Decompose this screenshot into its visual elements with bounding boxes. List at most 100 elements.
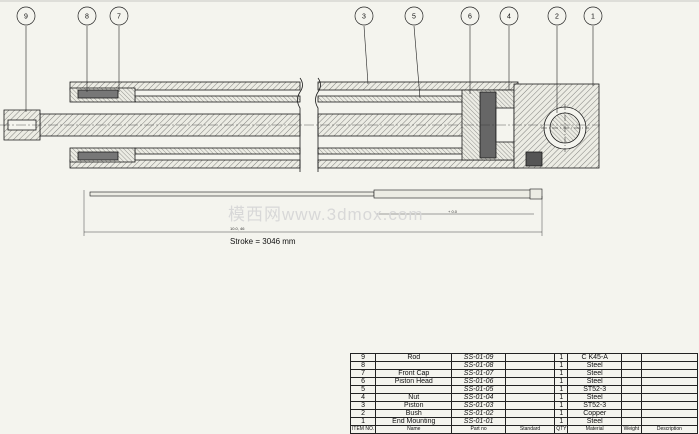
bom-cell: 9 — [349, 353, 377, 362]
bom-cell: Steel — [567, 361, 622, 370]
bom-cell: 1 — [554, 393, 569, 402]
barrel-wall-top — [69, 81, 301, 91]
balloon-item-7: 7 — [109, 6, 129, 26]
bom-cell — [640, 417, 699, 426]
balloon-leaders — [25, 25, 594, 113]
bom-header-cell: Material — [567, 425, 622, 434]
balloon-label: 2 — [555, 14, 559, 21]
bom-cell: 4 — [349, 393, 377, 402]
bom-cell: 1 — [554, 401, 569, 410]
bom-cell — [620, 353, 642, 362]
bom-cell — [504, 417, 556, 426]
bom-cell: 1 — [554, 361, 569, 370]
bom-cell — [620, 393, 642, 402]
inner-tube-top — [134, 95, 301, 103]
balloon-label: 8 — [85, 14, 89, 21]
balloon-item-5: 5 — [404, 6, 424, 26]
balloon-item-1: 1 — [583, 6, 603, 26]
bom-header-cell: Name — [375, 425, 453, 434]
bom-cell: SS-01-06 — [451, 377, 506, 386]
bom-cell: Front Cap — [375, 369, 453, 378]
stroke-view — [83, 188, 543, 236]
bom-cell — [640, 377, 699, 386]
bom-cell: 1 — [554, 369, 569, 378]
bom-cell — [620, 409, 642, 418]
bom-cell — [620, 385, 642, 394]
bom-cell — [640, 393, 699, 402]
bom-cell: 1 — [554, 353, 569, 362]
balloon-item-6: 6 — [460, 6, 480, 26]
bom-cell: 2 — [349, 409, 377, 418]
hydraulic-port — [525, 151, 543, 167]
bom-cell — [620, 361, 642, 370]
extended-barrel — [373, 189, 535, 199]
bom-cell: SS-01-01 — [451, 417, 506, 426]
balloon-item-2: 2 — [547, 6, 567, 26]
bom-cell: Steel — [567, 377, 622, 386]
bom-cell — [504, 377, 556, 386]
gland-seal-top — [77, 89, 119, 99]
bom-cell — [504, 393, 556, 402]
bom-cell: Bush — [375, 409, 453, 418]
barrel-wall-top-2 — [317, 81, 519, 91]
bom-cell — [620, 417, 642, 426]
bom-cell — [640, 361, 699, 370]
bom-cell: SS-01-05 — [451, 385, 506, 394]
watermark: 模西网www.3dmox.com — [228, 205, 423, 224]
bom-cell — [504, 409, 556, 418]
bom-cell: Copper — [567, 409, 622, 418]
bom-cell — [375, 385, 453, 394]
stroke-label: Stroke = 3046 mm — [230, 237, 296, 246]
bom-header-cell: Standard — [504, 425, 556, 434]
bom-cell: SS-01-03 — [451, 401, 506, 410]
bom-cell: 7 — [349, 369, 377, 378]
bom-cell: 6 — [349, 377, 377, 386]
bom-cell: SS-01-04 — [451, 393, 506, 402]
bom-cell — [504, 369, 556, 378]
bom-cell: ST52-3 — [567, 385, 622, 394]
bom-cell: Steel — [567, 369, 622, 378]
bom-cell: Piston Head — [375, 377, 453, 386]
bom-cell: SS-01-07 — [451, 369, 506, 378]
bom-cell — [375, 361, 453, 370]
bom-cell — [620, 377, 642, 386]
balloon-item-9: 9 — [16, 6, 36, 26]
cylinder-section-view — [0, 77, 600, 172]
gland-seal-bottom — [77, 151, 119, 161]
extended-rod — [89, 191, 375, 197]
inner-tube-bottom-2 — [317, 147, 464, 155]
bom-cell: 1 — [554, 417, 569, 426]
dimension-right-label: + 0.0 — [448, 209, 458, 214]
bom-cell: Rod — [375, 353, 453, 362]
bom-cell: 1 — [554, 409, 569, 418]
bom-cell — [640, 401, 699, 410]
bom-cell: End Mounting — [375, 417, 453, 426]
bom-cell: SS-01-08 — [451, 361, 506, 370]
balloon-label: 6 — [468, 14, 472, 21]
balloon-label: 9 — [24, 14, 28, 21]
inner-tube-bottom — [134, 147, 301, 155]
bom-cell: 3 — [349, 401, 377, 410]
bom-cell: Steel — [567, 393, 622, 402]
inner-tube-top-2 — [317, 95, 464, 103]
bom-cell — [504, 385, 556, 394]
bom-cell — [640, 353, 699, 362]
barrel-wall-bottom-2 — [317, 159, 519, 169]
bom-cell — [640, 385, 699, 394]
bom-header-cell: Weight — [620, 425, 642, 434]
bom-header-cell: Part no — [451, 425, 506, 434]
balloon-label: 1 — [591, 14, 595, 21]
extended-end-mounting — [529, 188, 543, 200]
balloon-item-3: 3 — [354, 6, 374, 26]
bom-cell: 1 — [349, 417, 377, 426]
